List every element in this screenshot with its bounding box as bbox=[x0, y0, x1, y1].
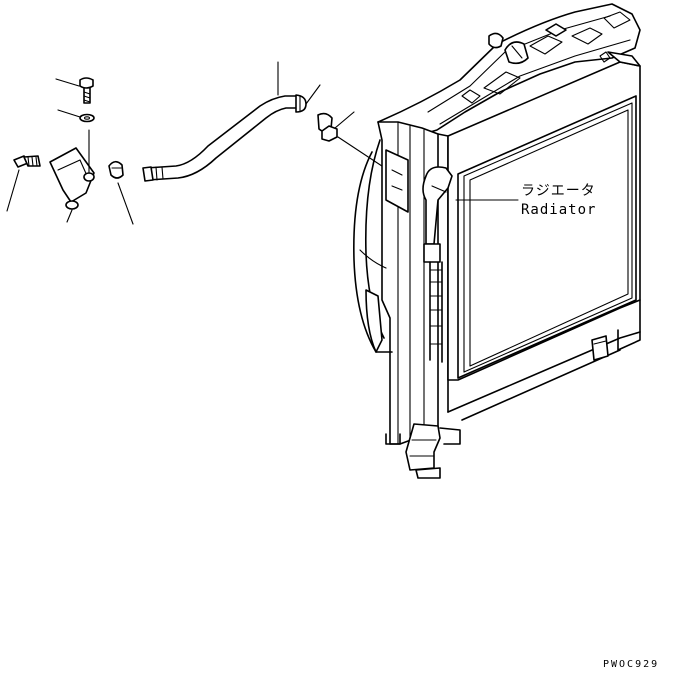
washer bbox=[79, 113, 95, 123]
leader-line-bracket bbox=[66, 209, 73, 223]
radiator-label-en: Radiator bbox=[521, 202, 597, 218]
leader-line-hose-fitting bbox=[6, 169, 20, 212]
coolant-hose bbox=[142, 94, 307, 182]
drawing-code: PWOC929 bbox=[603, 659, 660, 670]
radiator bbox=[353, 3, 641, 479]
radiator-label-jp: ラジエータ bbox=[521, 183, 596, 199]
bolt bbox=[79, 77, 94, 104]
mounting-bracket bbox=[49, 129, 95, 210]
leader-line-washer bbox=[57, 109, 81, 118]
hose-fitting bbox=[13, 155, 41, 168]
leader-line-adapter bbox=[334, 111, 355, 129]
radiator-cap-adapter bbox=[321, 125, 338, 142]
leader-line-bolt bbox=[55, 78, 80, 87]
leader-line-hose-clamp bbox=[117, 182, 134, 225]
leader-line-hose-end bbox=[305, 84, 321, 105]
hose-clamp bbox=[108, 160, 124, 179]
guide-line-cap bbox=[337, 136, 389, 171]
